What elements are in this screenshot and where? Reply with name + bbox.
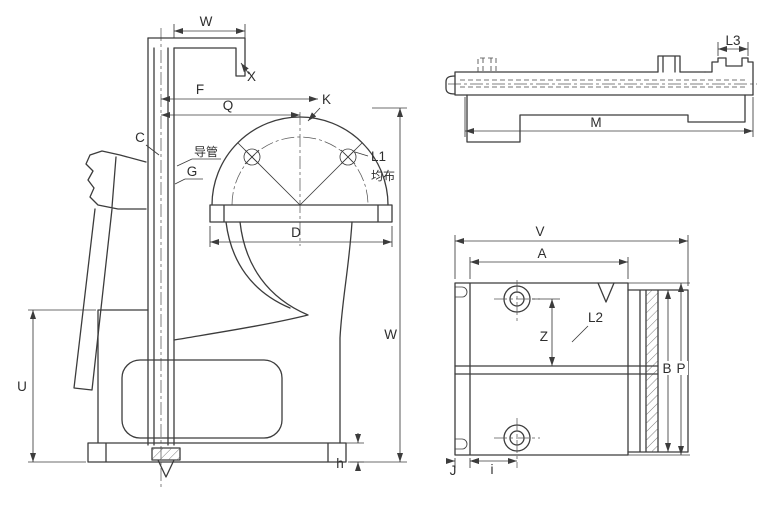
label-a: A: [537, 246, 546, 261]
body-window: [121, 359, 283, 439]
label-h: h: [336, 456, 344, 471]
leader-x: [240, 62, 250, 75]
leader-l2: [571, 325, 589, 343]
corner-slots: [455, 286, 468, 450]
label-m: M: [590, 115, 601, 130]
leader-guide-tube: [176, 158, 221, 167]
label-l2: L2: [588, 310, 603, 325]
arm-bar: [454, 71, 754, 96]
top-v-notch: [597, 282, 615, 303]
leader-c: [145, 144, 160, 156]
label-evenly: 均布: [371, 169, 395, 183]
arm-right-end: [704, 57, 754, 96]
bracket-face: [454, 282, 629, 456]
bracket-front-view: V A Z L2 B P J i: [446, 224, 690, 478]
elbow-pipe: [173, 221, 353, 444]
label-g: G: [187, 164, 198, 179]
top-arm: [147, 37, 246, 77]
label-w-top: W: [200, 14, 213, 29]
column: [147, 37, 175, 446]
label-f: F: [196, 82, 204, 97]
main-side-view: W X F Q K C 导管 G L1 均布 D U: [17, 14, 407, 487]
label-z: Z: [540, 329, 548, 344]
section-hatch: [646, 290, 658, 452]
label-guide-tube: 导管: [194, 144, 218, 159]
chuck-hatch: [152, 448, 180, 460]
clamp-arm: [73, 156, 117, 391]
hole-centerlines: [494, 280, 540, 468]
bolt-hole-cross-marks: [244, 149, 356, 165]
dimensions-top-view: L3 M: [464, 33, 754, 137]
clamp-bracket: [85, 150, 147, 210]
label-w-height: W: [384, 327, 397, 342]
label-i: i: [491, 462, 494, 477]
label-k: K: [322, 92, 331, 107]
label-j: J: [450, 463, 457, 478]
dome: [211, 116, 389, 206]
arm-feet-profile: [466, 94, 746, 143]
bolt-hole-right: [339, 148, 357, 166]
machine-body: [87, 309, 347, 463]
arm-hook-tab: [657, 55, 681, 73]
label-b: B: [662, 361, 671, 376]
label-q: Q: [223, 98, 234, 113]
bolt-hole-left: [243, 148, 261, 166]
leader-k: [307, 107, 321, 122]
label-x: X: [247, 69, 256, 84]
label-c: C: [135, 130, 145, 145]
label-l1: L1: [371, 149, 386, 164]
arm-left-tab: [445, 75, 456, 95]
arm-top-view: L3 M: [445, 33, 757, 143]
bolt-circle-arc: [231, 136, 369, 206]
label-u: U: [17, 379, 27, 394]
bracket-mid-ribs: [454, 365, 659, 375]
label-v: V: [535, 224, 544, 239]
dimensions-main: W X F Q K C 导管 G L1 均布 D U: [17, 14, 407, 471]
label-l3: L3: [725, 33, 740, 48]
leader-l1: [354, 151, 369, 157]
dimensions-front-view: V A Z L2 B P J i: [446, 224, 690, 478]
mounting-plate: [209, 204, 393, 223]
label-p: P: [676, 361, 685, 376]
arm-hidden-lines: [460, 57, 748, 88]
label-d: D: [291, 225, 301, 240]
leader-g: [174, 178, 203, 185]
